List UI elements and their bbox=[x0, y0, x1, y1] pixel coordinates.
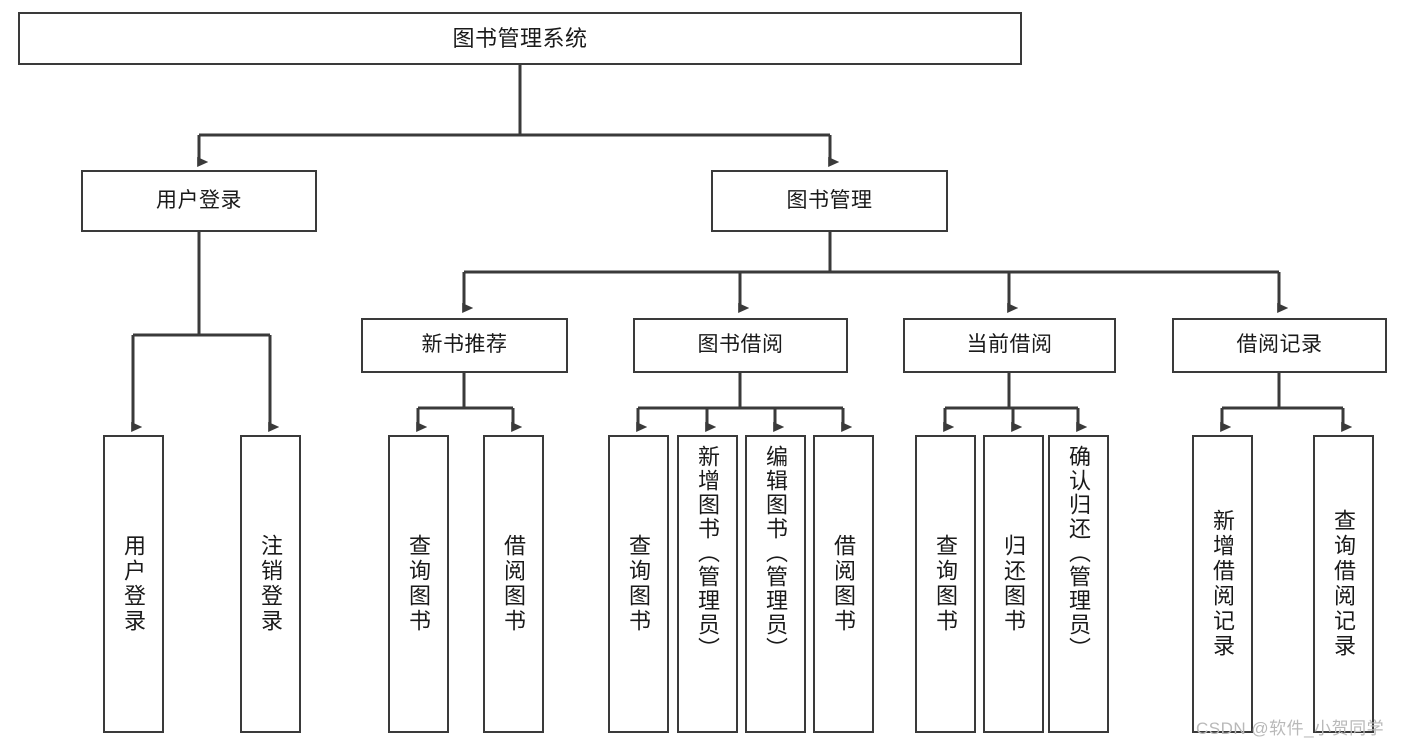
node-label: 查询借阅记录 bbox=[1331, 509, 1357, 659]
node-label: 归还图书 bbox=[1001, 534, 1027, 634]
node-borrow-record[interactable]: 借阅记录 bbox=[1172, 318, 1387, 373]
leaf-add-borrow-record[interactable]: 新增借阅记录 bbox=[1192, 435, 1253, 733]
leaf-query-borrow-record[interactable]: 查询借阅记录 bbox=[1313, 435, 1374, 733]
node-label: 借阅记录 bbox=[1236, 333, 1323, 357]
node-label: 新增借阅记录 bbox=[1210, 509, 1236, 659]
leaf-return-book[interactable]: 归还图书 bbox=[983, 435, 1044, 733]
leaf-logout[interactable]: 注销登录 bbox=[240, 435, 301, 733]
node-new-book-recommend[interactable]: 新书推荐 bbox=[361, 318, 568, 373]
node-label: 查询图书 bbox=[626, 534, 652, 634]
node-user-login[interactable]: 用户登录 bbox=[81, 170, 317, 232]
node-label: 查询图书 bbox=[406, 534, 432, 634]
node-book-management[interactable]: 图书管理 bbox=[711, 170, 948, 232]
leaf-confirm-return-admin[interactable]: 确认归还（管理员） bbox=[1048, 435, 1109, 733]
node-label: 查询图书 bbox=[933, 534, 959, 634]
node-label: 确认归还（管理员） bbox=[1066, 445, 1092, 661]
node-label: 图书管理 bbox=[786, 188, 873, 212]
node-label: 图书借阅 bbox=[697, 333, 784, 357]
node-label: 注销登录 bbox=[258, 534, 284, 634]
leaf-query-book-rec[interactable]: 查询图书 bbox=[388, 435, 449, 733]
node-label: 借阅图书 bbox=[501, 534, 527, 634]
leaf-query-book-current[interactable]: 查询图书 bbox=[915, 435, 976, 733]
node-label: 用户登录 bbox=[156, 188, 242, 212]
node-label: 新增图书（管理员） bbox=[695, 445, 721, 661]
node-label: 编辑图书（管理员） bbox=[763, 445, 789, 661]
node-label: 借阅图书 bbox=[831, 534, 857, 634]
leaf-user-login[interactable]: 用户登录 bbox=[103, 435, 164, 733]
node-label: 新书推荐 bbox=[421, 333, 508, 357]
leaf-add-book-admin[interactable]: 新增图书（管理员） bbox=[677, 435, 738, 733]
leaf-borrow-book-rec[interactable]: 借阅图书 bbox=[483, 435, 544, 733]
node-label: 图书管理系统 bbox=[452, 25, 588, 51]
node-label: 用户登录 bbox=[121, 534, 147, 634]
node-root-system[interactable]: 图书管理系统 bbox=[18, 12, 1022, 65]
node-current-borrow[interactable]: 当前借阅 bbox=[903, 318, 1116, 373]
node-book-borrow[interactable]: 图书借阅 bbox=[633, 318, 848, 373]
leaf-edit-book-admin[interactable]: 编辑图书（管理员） bbox=[745, 435, 806, 733]
node-label: 当前借阅 bbox=[966, 333, 1053, 357]
leaf-query-book-borrow[interactable]: 查询图书 bbox=[608, 435, 669, 733]
leaf-borrow-book[interactable]: 借阅图书 bbox=[813, 435, 874, 733]
